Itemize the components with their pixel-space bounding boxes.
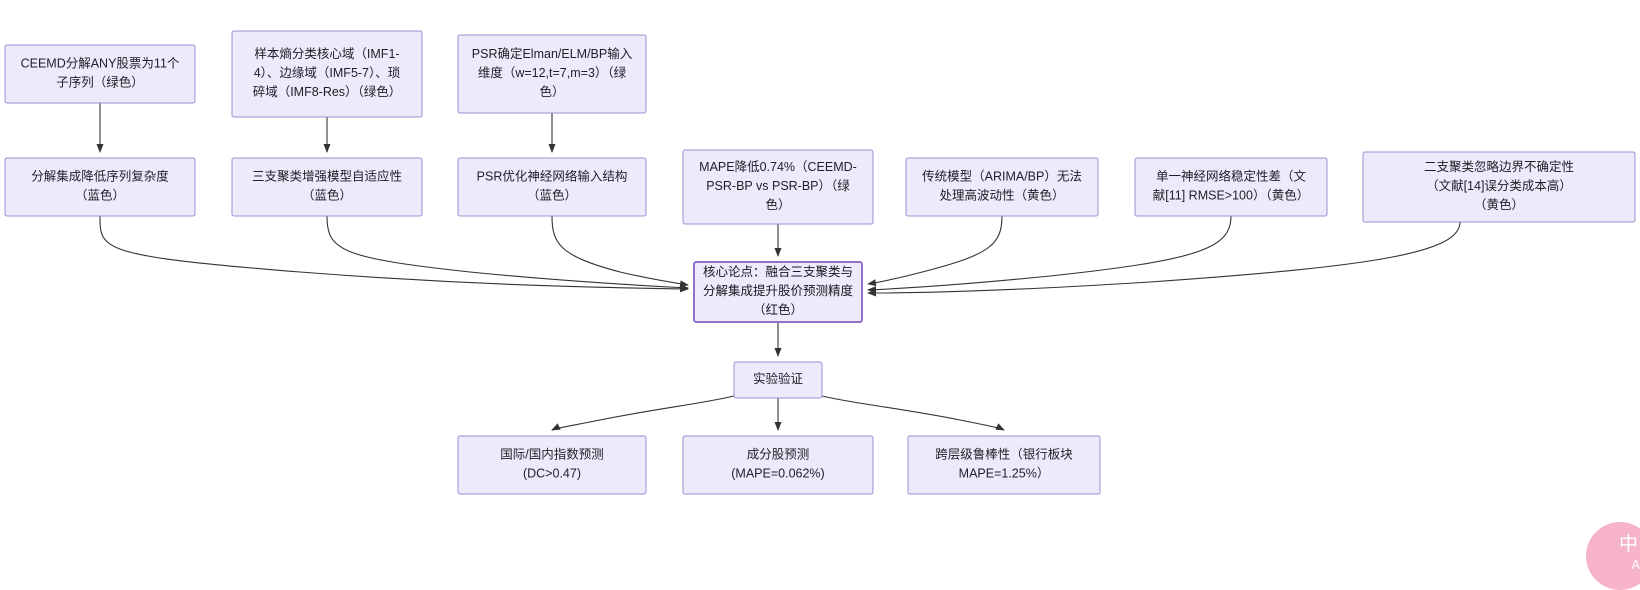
node-label-line: （文献[14]误分类成本高） <box>1426 178 1572 193</box>
edge-n9-to-n11 <box>867 215 1232 294</box>
node-n15[interactable]: 跨层级鲁棒性（银行板块 MAPE=1.25%） <box>907 435 1101 495</box>
node-label-line: MAPE=1.25%） <box>959 467 1050 481</box>
node-label-line: MAPE降低0.74%（CEEMD- <box>699 160 857 174</box>
node-label-n10: 二支聚类忽略边界不确定性 （文献[14]误分类成本高） （黄色） <box>1424 159 1574 212</box>
node-label-line: 分解集成提升股价预测精度 <box>703 283 854 298</box>
node-label-line: （蓝色） <box>527 188 577 203</box>
node-label-line: 传统模型（ARIMA/BP）无法 <box>922 169 1082 184</box>
node-label-line: 核心论点：融合三支聚类与 <box>703 264 853 279</box>
node-label-line: 二支聚类忽略边界不确定性 <box>1424 159 1574 174</box>
node-label-line: 跨层级鲁棒性（银行板块 <box>935 448 1073 462</box>
node-n6[interactable]: PSR优化神经网络输入结构 （蓝色） <box>457 157 647 217</box>
node-label-line: CEEMD分解ANY股票为11个 <box>21 57 180 71</box>
node-label-line: 色） <box>765 197 790 212</box>
node-label-line: 单一神经网络稳定性差（文 <box>1156 169 1307 184</box>
node-box-n4[interactable] <box>4 157 196 217</box>
node-label-line: (MAPE=0.062%) <box>731 467 824 481</box>
node-label-n2: 样本熵分类核心域（IMF1- 4）、边缘域（IMF5-7）、琐碎域（IMF8-Re… <box>253 46 402 99</box>
node-box-n7[interactable] <box>682 149 874 225</box>
node-box-n5[interactable] <box>231 157 423 217</box>
node-n5[interactable]: 三支聚类增强模型自适应性 （蓝色） <box>231 157 423 217</box>
node-label-line: 国际/国内指数预测 <box>500 447 603 462</box>
edges-layer <box>96 103 1461 431</box>
node-box-n15[interactable] <box>907 435 1101 495</box>
node-label-line: （蓝色） <box>75 188 125 203</box>
node-n2[interactable]: 样本熵分类核心域（IMF1- 4）、边缘域（IMF5-7）、琐碎域（IMF8-Re… <box>231 30 423 118</box>
watermark-badge <box>1586 522 1640 590</box>
node-box-n9[interactable] <box>1134 157 1328 217</box>
node-box-n13[interactable] <box>457 435 647 495</box>
edge-n8-to-n11 <box>867 215 1003 287</box>
edge-n10-to-n11 <box>867 221 1461 297</box>
node-label-n4: 分解集成降低序列复杂度 （蓝色） <box>31 169 169 203</box>
node-n1[interactable]: CEEMD分解ANY股票为11个子序列（绿色） <box>4 44 196 104</box>
edge-n4-to-n11 <box>99 215 689 293</box>
node-box-n6[interactable] <box>457 157 647 217</box>
node-n9[interactable]: 单一神经网络稳定性差（文献[11] RMSE>100）（黄色） <box>1134 157 1328 217</box>
node-label-line: （红色） <box>753 302 803 317</box>
node-label-line: (DC>0.47) <box>523 467 581 481</box>
edge-n5-to-n11 <box>326 215 689 292</box>
node-box-n1[interactable] <box>4 44 196 104</box>
node-label-line: 成分股预测 <box>747 448 810 462</box>
node-label-n15: 跨层级鲁棒性（银行板块 MAPE=1.25%） <box>935 448 1073 481</box>
node-label-line: 子序列（绿色） <box>56 75 144 90</box>
node-label-line: PSR优化神经网络输入结构 <box>477 169 628 184</box>
nodes-layer: CEEMD分解ANY股票为11个子序列（绿色） 样本熵分类核心域（IMF1- 4）、… <box>4 30 1636 495</box>
node-label-line: 碎域（IMF8-Res）（绿色） <box>253 84 402 99</box>
node-label-line: 实验验证 <box>753 371 804 386</box>
node-label-n12: 实验验证 <box>753 371 804 386</box>
node-n12[interactable]: 实验验证 <box>733 361 823 399</box>
node-label-n7: MAPE降低0.74%（CEEMD- PSR-BP vs PSR-BP）（绿色） <box>699 160 857 212</box>
node-label-line: （黄色） <box>1474 197 1524 212</box>
node-label-n8: 传统模型（ARIMA/BP）无法处理高波动性（黄色） <box>922 169 1082 203</box>
node-n14[interactable]: 成分股预测 (MAPE=0.062%) <box>682 435 874 495</box>
node-label-n6: PSR优化神经网络输入结构 （蓝色） <box>477 169 628 203</box>
node-label-line: 分解集成降低序列复杂度 <box>31 169 169 184</box>
node-label-line: 4）、边缘域（IMF5-7）、琐 <box>254 65 401 80</box>
node-box-n14[interactable] <box>682 435 874 495</box>
node-box-n12[interactable] <box>733 361 823 399</box>
node-label-n9: 单一神经网络稳定性差（文献[11] RMSE>100）（黄色） <box>1153 169 1309 203</box>
node-label-n11: 核心论点：融合三支聚类与分解集成提升股价预测精度 （红色） <box>703 264 854 317</box>
node-label-line: PSR确定Elman/ELM/BP输入 <box>472 46 633 61</box>
watermark-subchar: A <box>1631 557 1640 572</box>
node-label-line: 色） <box>539 84 564 99</box>
node-label-line: 维度（w=12,t=7,m=3）（绿 <box>478 65 627 80</box>
edge-n12-to-n15 <box>821 395 1005 431</box>
node-label-n5: 三支聚类增强模型自适应性 （蓝色） <box>252 169 402 203</box>
node-n13[interactable]: 国际/国内指数预测 (DC>0.47) <box>457 435 647 495</box>
flowchart-canvas: CEEMD分解ANY股票为11个子序列（绿色） 样本熵分类核心域（IMF1- 4）、… <box>4 30 1636 495</box>
node-label-line: PSR-BP vs PSR-BP）（绿 <box>706 178 850 193</box>
node-n10[interactable]: 二支聚类忽略边界不确定性 （文献[14]误分类成本高） （黄色） <box>1362 151 1636 223</box>
node-label-line: 三支聚类增强模型自适应性 <box>252 169 402 184</box>
node-n11[interactable]: 核心论点：融合三支聚类与分解集成提升股价预测精度 （红色） <box>693 261 863 323</box>
node-label-n14: 成分股预测 (MAPE=0.062%) <box>731 448 824 481</box>
node-label-n1: CEEMD分解ANY股票为11个子序列（绿色） <box>21 57 180 90</box>
node-label-n3: PSR确定Elman/ELM/BP输入维度（w=12,t=7,m=3）（绿色） <box>472 46 633 99</box>
node-n7[interactable]: MAPE降低0.74%（CEEMD- PSR-BP vs PSR-BP）（绿色） <box>682 149 874 225</box>
edge-n12-to-n13 <box>551 395 735 431</box>
node-label-line: 样本熵分类核心域（IMF1- <box>254 46 399 61</box>
node-box-n3[interactable] <box>457 34 647 114</box>
node-n4[interactable]: 分解集成降低序列复杂度 （蓝色） <box>4 157 196 217</box>
node-box-n2[interactable] <box>231 30 423 118</box>
node-box-n11[interactable] <box>693 261 863 323</box>
edge-n6-to-n11 <box>551 215 689 288</box>
node-n3[interactable]: PSR确定Elman/ELM/BP输入维度（w=12,t=7,m=3）（绿色） <box>457 34 647 114</box>
node-label-line: （蓝色） <box>302 188 352 203</box>
node-n8[interactable]: 传统模型（ARIMA/BP）无法处理高波动性（黄色） <box>905 157 1099 217</box>
node-label-line: 献[11] RMSE>100）（黄色） <box>1153 188 1309 203</box>
watermark-char: 中 <box>1618 534 1638 555</box>
node-box-n8[interactable] <box>905 157 1099 217</box>
node-label-n13: 国际/国内指数预测 (DC>0.47) <box>500 447 603 481</box>
node-box-n10[interactable] <box>1362 151 1636 223</box>
node-label-line: 处理高波动性（黄色） <box>939 188 1064 203</box>
